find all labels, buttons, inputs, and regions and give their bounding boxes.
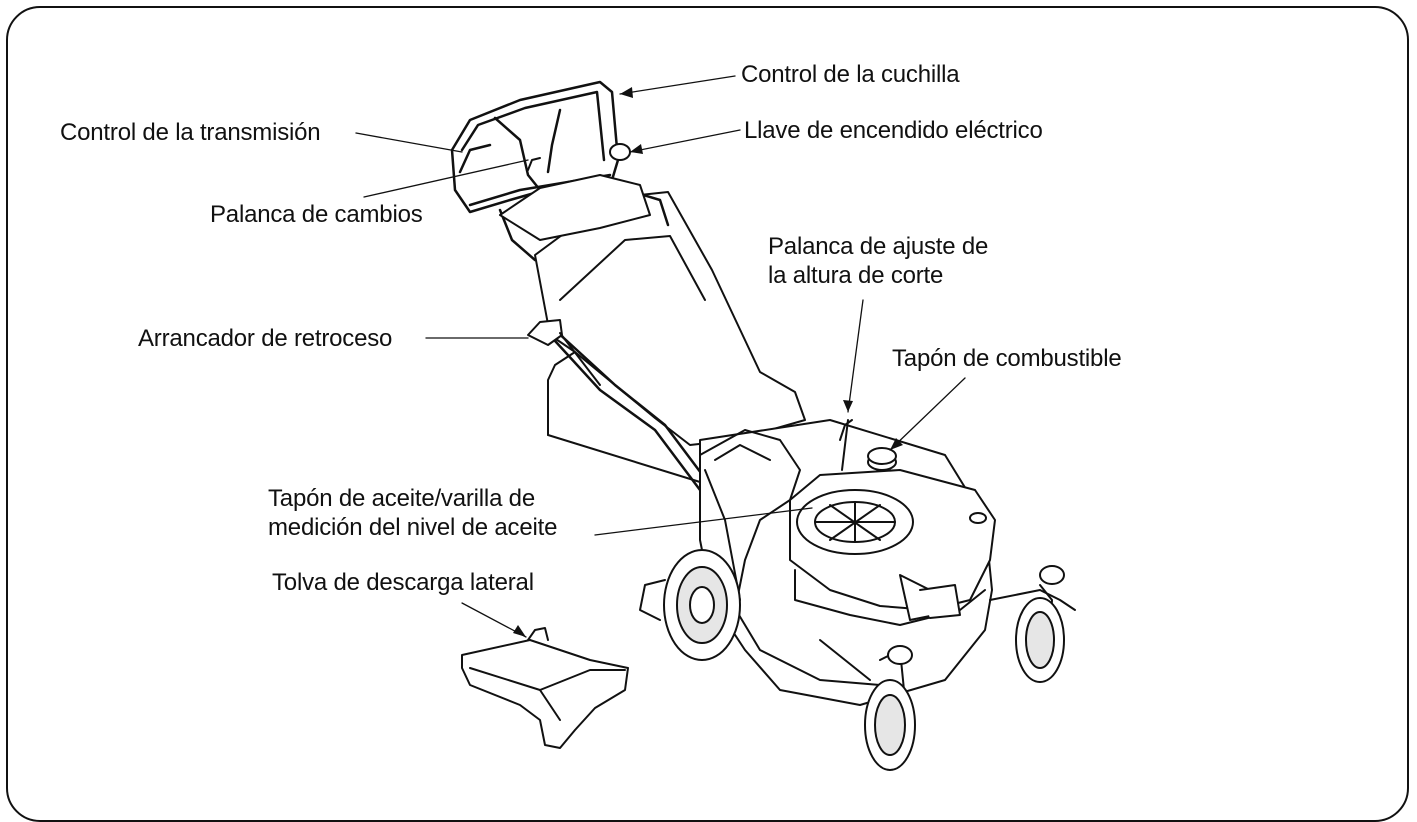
front-caster-right <box>989 565 1076 683</box>
label-oil-cap-line2: medición del nivel de aceite <box>268 514 558 541</box>
arrowhead-height <box>843 400 853 412</box>
leader-fuel-cap <box>889 377 966 451</box>
label-height-lever-line2: la altura de corte <box>768 262 944 289</box>
leader-shift-lever <box>363 159 529 198</box>
height-lever <box>839 419 853 471</box>
arrowhead-blade <box>620 87 633 98</box>
label-oil-cap: Tapón de aceite/varilla de medición del … <box>268 484 557 542</box>
arrowhead-fuel <box>890 438 903 450</box>
leader-blade-control <box>619 75 736 95</box>
control-panel <box>499 143 651 241</box>
arrow-heads <box>513 87 903 637</box>
engine <box>789 447 996 626</box>
arrowhead-ignition <box>630 144 643 154</box>
recoil-starter <box>527 319 601 386</box>
label-height-lever-line1: Palanca de ajuste de <box>768 233 989 260</box>
leader-height-lever <box>847 299 864 413</box>
label-recoil-starter: Arrancador de retroceso <box>138 325 393 352</box>
leader-ignition-key <box>629 129 741 153</box>
label-ignition-key: Llave de encendido eléctrico <box>744 117 1043 144</box>
label-shift-lever: Palanca de cambios <box>210 201 423 228</box>
label-fuel-cap: Tapón de combustible <box>892 345 1122 372</box>
arrowhead-side-discharge <box>513 625 526 637</box>
label-height-lever: Palanca de ajuste de la altura de corte <box>768 232 988 290</box>
leader-oil-cap <box>594 507 813 536</box>
rear-wheel <box>639 549 741 661</box>
label-drive-control: Control de la transmisión <box>60 119 321 146</box>
side-discharge-chute <box>461 627 629 749</box>
front-caster-left <box>864 645 916 771</box>
label-oil-cap-line1: Tapón de aceite/varilla de <box>268 485 535 512</box>
mower-chute <box>699 429 801 611</box>
label-side-discharge: Tolva de descarga lateral <box>272 569 534 596</box>
leader-drive-control <box>355 132 463 153</box>
label-blade-control: Control de la cuchilla <box>741 61 960 88</box>
